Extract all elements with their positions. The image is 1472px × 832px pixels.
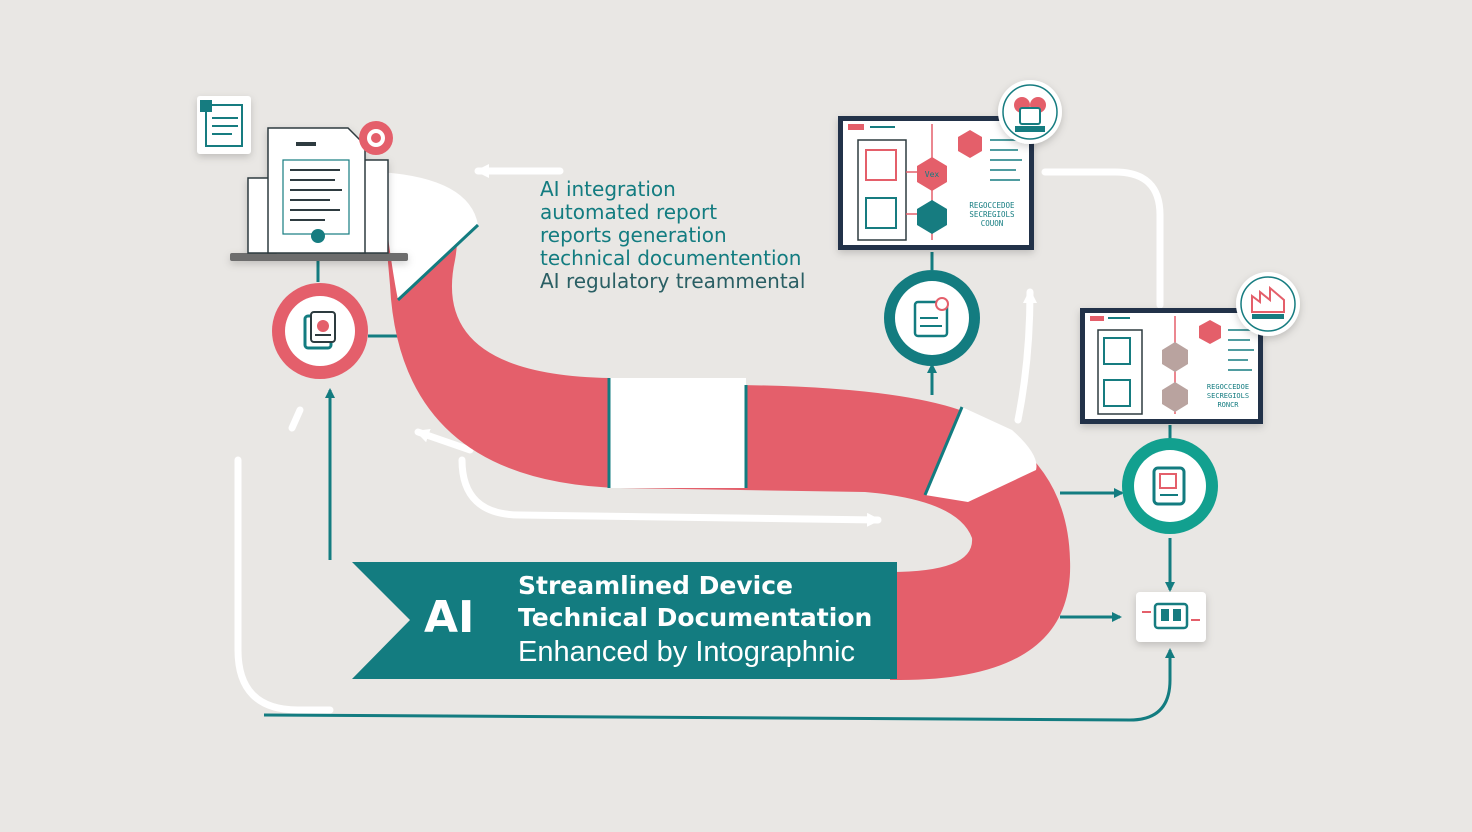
keyword-item: reports generation xyxy=(540,223,727,247)
screen-lower-caption-2: SECREGIOLS xyxy=(1207,392,1249,400)
banner-ai-label: AI xyxy=(424,592,475,643)
flowchart-screen-top: Vex VOI REGOCCEDOE SECREGIOLS COUON xyxy=(838,116,1034,250)
document-laptop-illustration xyxy=(230,127,408,261)
banner-title: Streamlined Device Technical Documentati… xyxy=(518,570,872,670)
white-connector-lines xyxy=(234,164,1164,714)
teal-connector-lines xyxy=(263,252,1175,722)
screen-top-caption-3: COUON xyxy=(981,219,1004,228)
document-stack-icon xyxy=(272,283,368,379)
screen-top-hex1: Vex xyxy=(925,170,940,179)
screen-top-caption-1: REGOCCEDOE xyxy=(969,201,1015,210)
screen-lower-caption-1: REGOCCEDOE xyxy=(1207,383,1249,391)
workflow-ribbon xyxy=(380,172,1071,680)
screen-top-caption-2: SECREGIOLS xyxy=(969,210,1015,219)
screen-top-hex2: VOI xyxy=(925,213,940,222)
keyword-item: automated report xyxy=(540,200,718,224)
ribbon-white-band-2 xyxy=(609,378,746,488)
flowchart-screen-lower: REGOCCEDOE SECREGIOLS RONCR xyxy=(1080,308,1263,424)
factory-icon xyxy=(1236,272,1300,336)
keyword-item: technical documentention xyxy=(540,246,802,270)
ribbon-white-band-1 xyxy=(380,172,478,300)
banner-subtitle: Enhanced by Intographnic xyxy=(518,636,855,668)
document-icon xyxy=(197,96,251,154)
robot-icon xyxy=(998,80,1062,144)
screen-lower-caption-3: RONCR xyxy=(1217,401,1239,409)
banner-title-line-2: Technical Documentation xyxy=(518,603,873,632)
clipboard-icon xyxy=(884,270,980,366)
gear-icon xyxy=(359,121,393,155)
keyword-list: AI integration automated report reports … xyxy=(540,178,806,293)
keyword-item: AI regulatory treammental xyxy=(540,269,806,293)
banner-title-line-1: Streamlined Device xyxy=(518,571,793,600)
title-banner xyxy=(352,562,897,679)
device-icon xyxy=(1122,438,1218,534)
keyword-item: AI integration xyxy=(540,177,676,201)
data-card-icon xyxy=(1136,592,1206,642)
